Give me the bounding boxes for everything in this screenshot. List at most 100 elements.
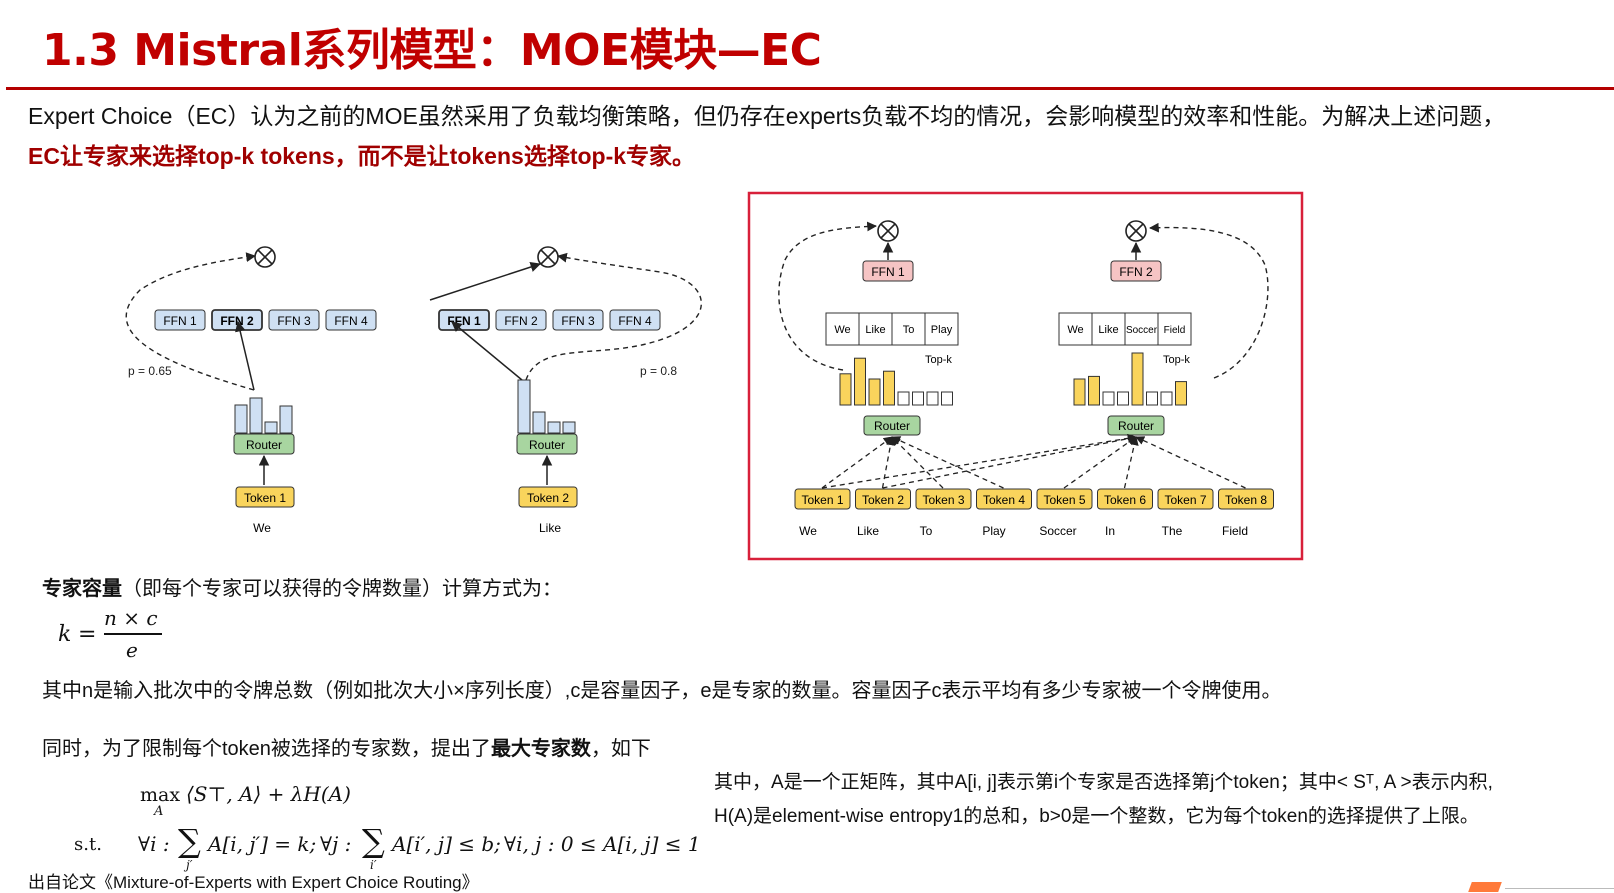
optimization-constraints: s.t. ∀i : ∑ j′ A[i, j′] = k; ∀j : ∑ i′ A… — [74, 822, 701, 872]
selected-token-label: Soccer — [1126, 325, 1158, 336]
word-label: Field — [1222, 524, 1248, 538]
moe-diagram: FFN 1 FFN 2 FFN 3 FFN 4 FFN 1 FFN 2 FFN 3 FFN … — [125, 191, 1304, 561]
ffn-box: FFN 4 — [325, 309, 377, 331]
matrix-explanation: 其中，A是一个正矩阵，其中A[i, j]表示第i个专家是否选择第j个token；… — [714, 766, 1594, 834]
ffn-box: FFN 1 — [862, 260, 914, 282]
selected-token-label: Like — [865, 324, 885, 336]
fraction-bar — [104, 633, 162, 635]
capacity-label: 专家容量 — [42, 578, 122, 600]
intro-line-2: EC让专家来选择top-k tokens，而不是让tokens选择top-k专家… — [28, 143, 696, 169]
ffn-box: FFN 2 — [211, 309, 263, 331]
token-box: Token 1 — [235, 486, 295, 508]
histogram-bar — [1131, 352, 1144, 406]
svg-text:FFN 3: FFN 3 — [561, 314, 595, 328]
svg-text:FFN 4: FFN 4 — [618, 314, 652, 328]
svg-text:FFN 2: FFN 2 — [220, 314, 254, 328]
ffn-box: FFN 3 — [268, 309, 320, 331]
router-box: Router — [233, 433, 295, 455]
token-box: Token 3 — [915, 488, 972, 510]
multiply-icon — [1125, 220, 1147, 242]
svg-text:FFN 1: FFN 1 — [163, 314, 197, 328]
histogram-bar — [912, 391, 924, 406]
ffn-box: FFN 2 — [495, 309, 547, 331]
capacity-text: 专家容量（即每个专家可以获得的令牌数量）计算方式为： — [42, 572, 562, 601]
token-box: Token 2 — [518, 486, 578, 508]
formula-denominator: e — [126, 638, 138, 662]
topk-label: Top-k — [1163, 354, 1190, 366]
token-box: Token 7 — [1157, 488, 1214, 510]
histogram-bar — [1073, 378, 1086, 406]
corner-decoration — [1468, 882, 1502, 892]
word-label: Play — [982, 524, 1005, 538]
histogram-bar — [839, 373, 852, 406]
svg-text:Token 7: Token 7 — [1164, 493, 1206, 507]
svg-text:Token 1: Token 1 — [244, 491, 286, 505]
word-label: Like — [857, 524, 879, 538]
multiply-icon — [877, 220, 899, 242]
router-histogram — [234, 397, 293, 434]
selected-token-label: We — [834, 324, 850, 336]
token-box: Token 2 — [855, 488, 911, 510]
svg-text:Router: Router — [1118, 419, 1154, 433]
histogram-bar — [1117, 391, 1129, 406]
topk-label: Top-k — [925, 354, 952, 366]
ffn-box: FFN 2 — [1110, 260, 1162, 282]
max-expert-label: 最大专家数 — [490, 738, 591, 760]
svg-text:Router: Router — [874, 419, 910, 433]
selected-token-label: Like — [1098, 324, 1118, 336]
svg-text:Token 4: Token 4 — [983, 493, 1025, 507]
ffn-box: FFN 4 — [609, 309, 661, 331]
svg-text:FFN 4: FFN 4 — [334, 314, 368, 328]
svg-text:Router: Router — [529, 438, 565, 452]
prob-label: p = 0.65 — [128, 364, 172, 378]
word-label: To — [920, 524, 933, 538]
multiply-icon — [254, 246, 276, 268]
selected-token-label: To — [903, 324, 915, 336]
histogram-bar — [1160, 391, 1173, 406]
svg-text:Token 1: Token 1 — [801, 493, 843, 507]
explain-line-1: 其中，A是一个正矩阵，其中A[i, j]表示第i个专家是否选择第j个token；… — [714, 772, 1493, 793]
capacity-desc: （即每个专家可以获得的令牌数量）计算方式为： — [122, 578, 562, 600]
svg-text:Token 3: Token 3 — [922, 493, 964, 507]
router-box: Router — [1107, 415, 1165, 436]
svg-text:Token 8: Token 8 — [1225, 493, 1267, 507]
histogram-bar — [883, 370, 895, 406]
histogram-bar — [1102, 391, 1115, 406]
word-label: We — [253, 521, 271, 535]
word-label: The — [1162, 524, 1183, 538]
svg-text:Token 2: Token 2 — [527, 491, 569, 505]
formula-eq: = — [78, 622, 97, 647]
selected-token-label: Play — [931, 324, 953, 336]
histogram-bar — [1175, 381, 1187, 406]
citation: 出自论文《Mixture-of-Experts with Expert Choi… — [28, 873, 479, 892]
histogram-bar — [926, 391, 939, 406]
formula-k: k — [58, 622, 72, 647]
word-label: Soccer — [1039, 524, 1076, 538]
token-box: Token 5 — [1036, 488, 1093, 510]
svg-text:Token 6: Token 6 — [1104, 493, 1146, 507]
n-explanation: 其中n是输入批次中的令牌总数（例如批次大小×序列长度）,c是容量因子，e是专家的… — [42, 680, 1282, 702]
token-box: Token 1 — [794, 488, 851, 510]
corner-line — [1505, 888, 1614, 889]
histogram-bar — [854, 357, 866, 406]
histogram-bar — [897, 391, 910, 406]
router-box: Router — [516, 433, 578, 455]
svg-text:Token 5: Token 5 — [1043, 493, 1085, 507]
token-box: Token 4 — [976, 488, 1032, 510]
histogram-bar — [1088, 375, 1100, 406]
title-divider — [6, 87, 1614, 90]
ffn-box: FFN 3 — [552, 309, 604, 331]
prob-label: p = 0.8 — [640, 364, 677, 378]
histogram-bar — [1146, 391, 1158, 406]
histogram-bar — [868, 378, 881, 406]
histogram-bar — [941, 391, 953, 406]
word-label: In — [1105, 524, 1115, 538]
page-title: 1.3 Mistral系列模型：MOE模块—EC — [42, 25, 822, 76]
formula-numerator: n × c — [104, 606, 158, 630]
word-label: Like — [539, 521, 561, 535]
explain-line-2: H(A)是element-wise entropy1的总和，b>0是一个整数，它… — [714, 806, 1479, 827]
token-box: Token 6 — [1097, 488, 1153, 510]
svg-text:FFN 2: FFN 2 — [1119, 265, 1153, 279]
